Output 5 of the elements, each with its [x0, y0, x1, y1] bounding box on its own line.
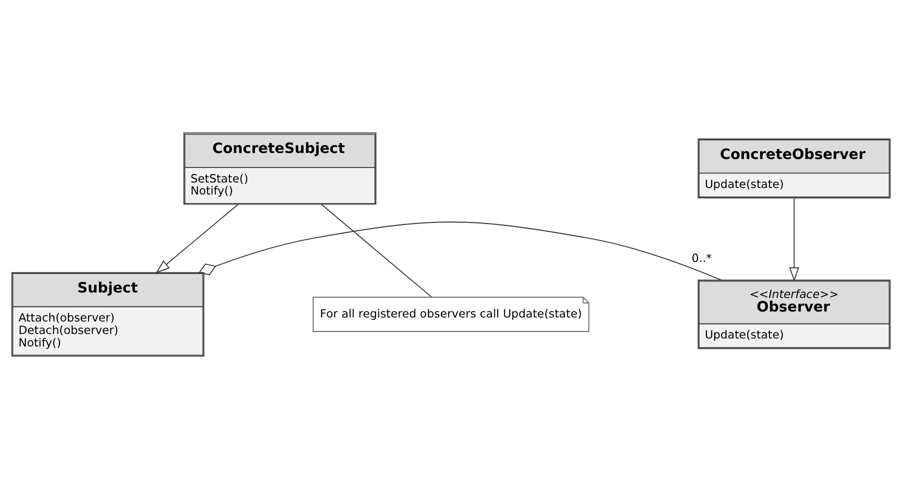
- connector: [198, 221, 722, 280]
- arrow: [789, 197, 800, 282]
- connector: [320, 203, 432, 298]
- arrow: [156, 203, 239, 273]
- edge-label: 0..*: [692, 250, 712, 264]
